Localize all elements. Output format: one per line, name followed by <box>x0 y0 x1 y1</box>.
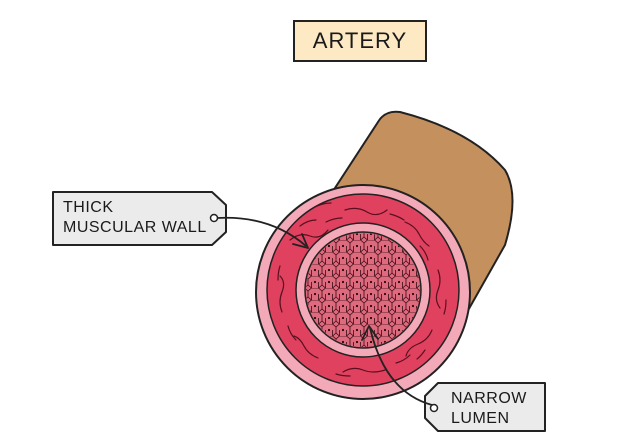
muscle-texture <box>277 202 447 377</box>
lumen-label-tag <box>424 382 546 432</box>
lumen-tag-hole <box>429 403 439 413</box>
wall-label-line1: THICK <box>63 199 114 216</box>
wall-tag-hole <box>209 213 219 223</box>
lumen-label-line1: NARROW <box>451 390 527 407</box>
diagram-title: ARTERY <box>312 28 408 53</box>
lumen-cell-pattern <box>306 233 420 347</box>
wall-label-tag <box>52 191 227 246</box>
wall-label-line2: MUSCULAR WALL <box>63 219 207 236</box>
lumen-arrowhead <box>361 325 379 341</box>
lumen-label: NARROW LUMEN <box>451 389 527 429</box>
lumen-label-line2: LUMEN <box>451 410 510 427</box>
title-box: ARTERY <box>293 20 427 62</box>
wall-arrowhead <box>292 233 309 249</box>
wall-label: THICK MUSCULAR WALL <box>63 198 207 238</box>
lumen-pointer-arrow <box>369 327 433 406</box>
wall-pointer-arrow <box>216 216 307 247</box>
